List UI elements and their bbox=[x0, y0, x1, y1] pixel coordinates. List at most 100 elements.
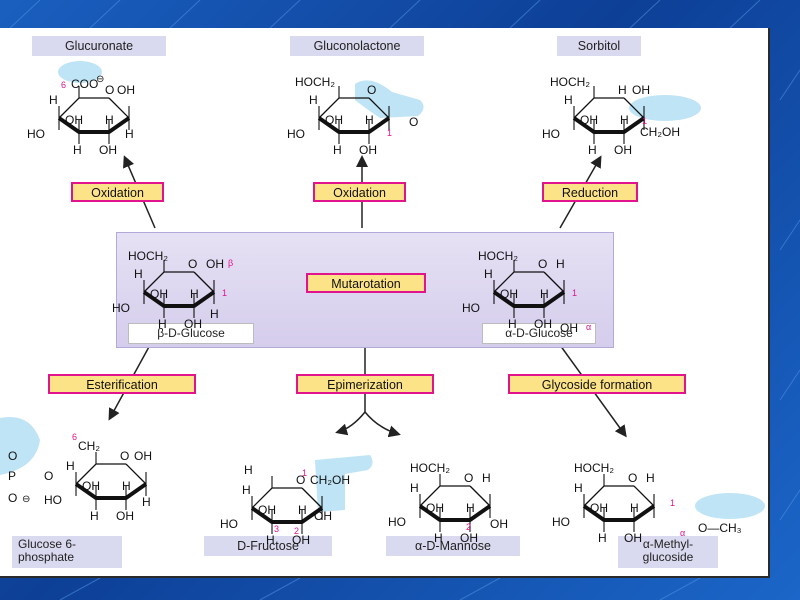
methyl-name-line2: glucoside bbox=[642, 550, 694, 564]
ring-ho-c4: HO bbox=[27, 127, 45, 141]
ring-oxygen: O bbox=[464, 471, 473, 485]
ring-ho-c4: HO bbox=[462, 301, 480, 315]
ester-oxygen: O bbox=[44, 469, 53, 483]
product-label-mannose: α-D-Mannose bbox=[386, 536, 520, 556]
phosphate-charge: ⊖ bbox=[22, 494, 30, 505]
ring-oh-c2: OH bbox=[614, 143, 632, 157]
ring-oxygen: O bbox=[538, 257, 547, 271]
ring-oh-c3: OH bbox=[82, 479, 100, 493]
oh-c2: OH bbox=[314, 509, 332, 523]
phosphorus-atom: P bbox=[8, 469, 16, 483]
ring-oh-c2: OH bbox=[534, 317, 552, 331]
product-label-glucose-6-phosphate: Glucose 6- phosphate bbox=[12, 536, 122, 568]
ring-oh-c2: OH bbox=[184, 317, 202, 331]
hoch2-group: HOCH₂ bbox=[128, 249, 168, 263]
ring-ho-c4: HO bbox=[552, 515, 570, 529]
alpha-symbol: α bbox=[586, 322, 591, 332]
ring-h-c2: H bbox=[105, 113, 114, 127]
ring-h-c2: H bbox=[122, 479, 131, 493]
ring-oxygen: O bbox=[105, 83, 114, 97]
ring-h-c2: H bbox=[365, 113, 374, 127]
label-beta-glucose: β-D-Glucose bbox=[128, 323, 254, 344]
ring-h-c3: H bbox=[90, 509, 99, 523]
h-c5: H bbox=[618, 83, 627, 97]
ring-oh-c2: OH bbox=[116, 509, 134, 523]
ring-ho-c4: HO bbox=[220, 517, 238, 531]
ring-h-c2: H bbox=[298, 503, 307, 517]
g6p-name-line1: Glucose 6- bbox=[18, 537, 77, 551]
ring-h-c3: H bbox=[333, 143, 342, 157]
hoch2-group: HOCH₂ bbox=[550, 75, 590, 89]
carbon-number-6: 6 bbox=[72, 432, 77, 442]
ring-oh-c3: OH bbox=[65, 113, 83, 127]
process-reduction: Reduction bbox=[542, 182, 638, 202]
methyl-name-line1: α-Methyl- bbox=[642, 537, 694, 551]
highlight-regions bbox=[0, 61, 765, 519]
carbon-number-1: 1 bbox=[302, 468, 307, 478]
process-epimerization: Epimerization bbox=[296, 374, 434, 394]
product-label-sorbitol: Sorbitol bbox=[557, 36, 641, 56]
ring-h-c5: H bbox=[309, 93, 318, 107]
h-top: H bbox=[244, 463, 253, 477]
oh-c5: OH bbox=[632, 83, 650, 97]
carbon-number-1: 1 bbox=[222, 288, 227, 298]
carbonyl-oxygen: O bbox=[409, 115, 418, 129]
process-glycoside-formation: Glycoside formation bbox=[508, 374, 686, 394]
beta-oh: OH bbox=[206, 257, 224, 271]
ring-h-c2: H bbox=[630, 501, 639, 515]
ring-h-c3: H bbox=[73, 143, 82, 157]
ring-oh-c3: OH bbox=[426, 501, 444, 515]
arrow-to-mannose bbox=[364, 411, 401, 438]
ring-h-c2: H bbox=[540, 287, 549, 301]
ring-oh-c3: OH bbox=[580, 113, 598, 127]
carbon-number-3: 3 bbox=[274, 524, 279, 534]
process-oxidation-center: Oxidation bbox=[313, 182, 406, 202]
h-c1: H bbox=[482, 471, 491, 485]
ring-oh-c2: OH bbox=[99, 143, 117, 157]
anomeric-oh: OH bbox=[134, 449, 152, 463]
carbon-number-2: 2 bbox=[294, 526, 299, 536]
ring-oxygen: O bbox=[120, 449, 129, 463]
ring-ho-c4: HO bbox=[388, 515, 406, 529]
ring-oxygen: O bbox=[188, 257, 197, 271]
phosphate-bottom-oxygen: O bbox=[8, 491, 17, 505]
carbon-number-1: 1 bbox=[387, 128, 392, 138]
g6p-name-line2: phosphate bbox=[18, 550, 75, 564]
hoch2-group: HOCH₂ bbox=[478, 249, 518, 263]
ch2-group: CH₂ bbox=[78, 439, 100, 453]
alpha-oh: OH bbox=[490, 517, 508, 531]
product-label-methyl-glucoside: α-Methyl- glucoside bbox=[618, 536, 718, 568]
ring-h-c3: H bbox=[508, 317, 517, 331]
beta-symbol: β bbox=[228, 258, 233, 268]
diagram-panel: Glucuronate Gluconolactone Sorbitol Oxid… bbox=[0, 28, 770, 578]
process-esterification: Esterification bbox=[48, 374, 196, 394]
ring-ho-c4: HO bbox=[112, 301, 130, 315]
carbon-number-2: 2 bbox=[466, 522, 471, 532]
ring-h-c2: H bbox=[466, 501, 475, 515]
carboxylate-charge: ⊖ bbox=[96, 74, 104, 85]
ring-oh-c3: OH bbox=[150, 287, 168, 301]
hoch2-group: HOCH₂ bbox=[410, 461, 450, 475]
ring-oxygen: O bbox=[367, 83, 376, 97]
carbon-number-1: 1 bbox=[572, 288, 577, 298]
process-oxidation-left: Oxidation bbox=[71, 182, 164, 202]
ring-h-c1: H bbox=[210, 307, 219, 321]
anomeric-oh: OH bbox=[117, 83, 135, 97]
ring-h-c5: H bbox=[66, 459, 75, 473]
ring-h-c5: H bbox=[410, 481, 419, 495]
ch2oh-group: CH₂OH bbox=[310, 473, 350, 487]
ring-oh-c2: OH bbox=[292, 533, 310, 547]
ring-ho-c4: HO bbox=[44, 493, 62, 507]
ring-h-c5: H bbox=[484, 267, 493, 281]
h-c1: H bbox=[556, 257, 565, 271]
ring-h-c2: H bbox=[620, 113, 629, 127]
ring-h-c3: H bbox=[598, 531, 607, 545]
